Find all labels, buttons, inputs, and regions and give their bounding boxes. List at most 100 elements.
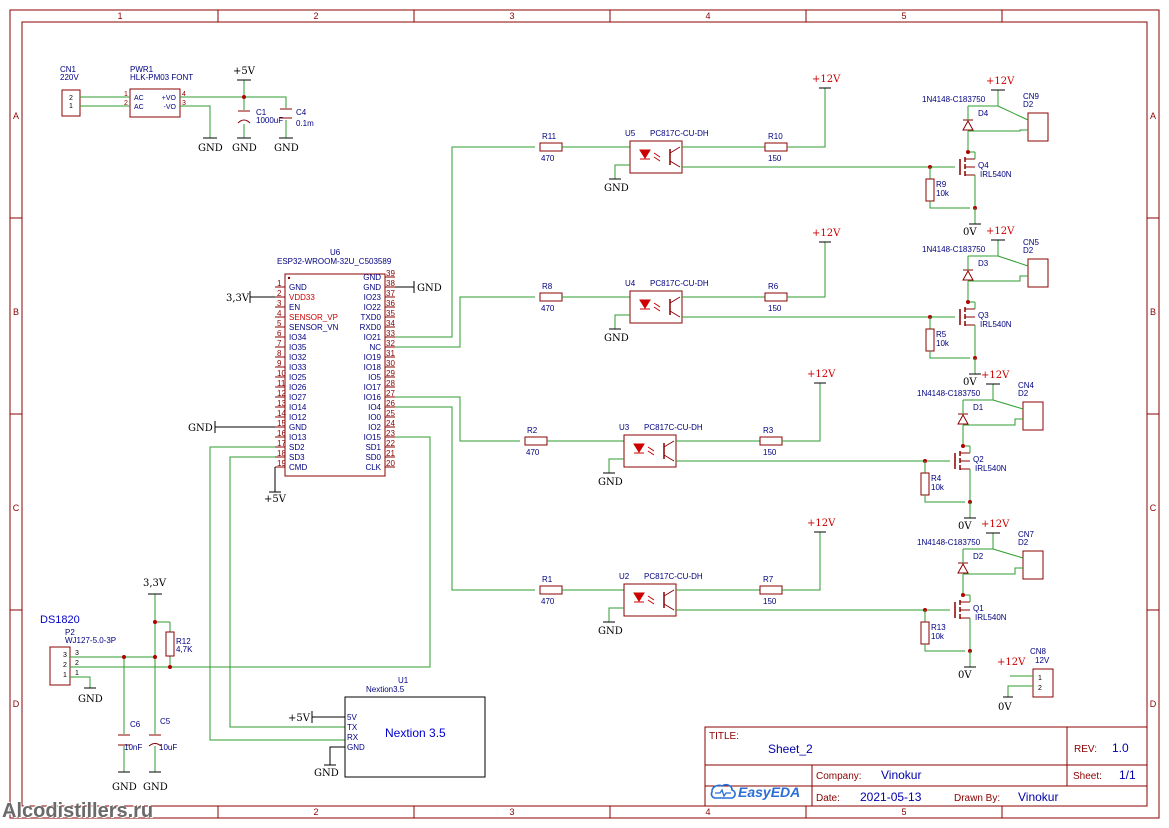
pwr1-pinnum-4: 4 xyxy=(182,91,186,98)
u1-nextion: U1 Nextion3.5 Nextion 3.5 5V TX RX GND +… xyxy=(288,676,486,779)
u6-left-pin-num: 2 xyxy=(277,289,282,298)
pulldown-resistor-value: 10k xyxy=(936,189,950,198)
mosfet-ref: Q4 xyxy=(978,161,989,170)
pulldown-resistor-value: 10k xyxy=(931,632,945,641)
input-resistor-value: 470 xyxy=(526,448,540,457)
frame-row-d-left: D xyxy=(13,699,20,709)
opto-gnd-label: GND xyxy=(598,477,623,488)
u6-right-pin-name: IO22 xyxy=(364,303,382,312)
u6-right-pin-num: 25 xyxy=(386,409,395,418)
frame-col-2-bottom: 2 xyxy=(313,807,318,817)
diode-12v-label: +12V xyxy=(981,519,1010,530)
u6-left-pin-num: 12 xyxy=(277,389,286,398)
c1-value: 1000uF xyxy=(256,116,283,125)
optocoupler-value: PC817C-CU-DH xyxy=(650,129,709,138)
u6-left-pin-name: IO25 xyxy=(289,373,307,382)
mosfet-value: IRL540N xyxy=(980,320,1012,329)
tb-brand: EasyEDA xyxy=(738,784,800,800)
u1-pin-5v: 5V xyxy=(347,713,357,722)
diode-ref: D3 xyxy=(978,259,989,268)
u6-left-pin-num: 10 xyxy=(277,369,286,378)
optocoupler-ref: U2 xyxy=(619,572,630,581)
mosfet-value: IRL540N xyxy=(975,613,1007,622)
tb-sheet: 1/1 xyxy=(1119,768,1136,782)
u6-right-pin-num: 23 xyxy=(386,429,395,438)
u6-left-pin-num: 4 xyxy=(277,309,282,318)
tb-date-label: Date: xyxy=(816,793,840,804)
output-connector-body xyxy=(1027,112,1049,142)
cn8-pin2: 2 xyxy=(1038,685,1042,692)
u6-right-pin-num: 33 xyxy=(386,329,395,338)
diode-ref: D2 xyxy=(973,552,984,561)
ds-gnd-3: GND xyxy=(143,782,168,793)
frame-col-1-bottom: 1 xyxy=(117,807,122,817)
u6-right-pin-num: 35 xyxy=(386,309,395,318)
frame-row-b-left: B xyxy=(13,307,19,317)
u6-right-pin-num: 22 xyxy=(386,439,395,448)
input-resistor-value: 470 xyxy=(541,597,555,606)
frame-row-b-right: B xyxy=(1150,307,1156,317)
cn8-0v-label: 0V xyxy=(998,702,1012,713)
u6-right-pin-num: 20 xyxy=(386,459,395,468)
u6-body xyxy=(284,273,386,477)
frame-col-3-bottom: 3 xyxy=(509,807,514,817)
r12-value: 4,7K xyxy=(176,645,193,654)
tb-rev: 1.0 xyxy=(1112,741,1129,755)
easyeda-logo-icon xyxy=(710,783,736,799)
tb-title-label: TITLE: xyxy=(709,731,739,742)
u6-right-pin-name: GND xyxy=(363,273,381,282)
output-connector-body xyxy=(1027,258,1049,288)
tb-drawn: Vinokur xyxy=(1018,790,1058,804)
pwr1-pin-vo-plus: +VO xyxy=(162,95,177,102)
p12v-label: +12V xyxy=(807,369,836,380)
u6-right-pin-name: IO16 xyxy=(364,393,382,402)
pulldown-resistor xyxy=(925,328,935,352)
p2-pin3: 3 xyxy=(75,650,79,657)
u6-right-pin-num: 31 xyxy=(386,349,395,358)
tb-company-label: Company: xyxy=(816,771,862,782)
u6-left-pin-num: 11 xyxy=(277,379,286,388)
output-connector-body xyxy=(1022,550,1044,580)
u6-right-pin-name: IO23 xyxy=(364,293,382,302)
frame-col-5-top: 5 xyxy=(901,11,906,21)
diode-12v-label: +12V xyxy=(986,226,1015,237)
u6-left-pin-name: GND xyxy=(289,283,307,292)
opto-gnd-label: GND xyxy=(604,183,629,194)
u1-body xyxy=(344,696,486,778)
u6-left-pin-name: VDD33 xyxy=(289,293,315,302)
u6-left-pin-name: IO35 xyxy=(289,343,307,352)
diode-value: 1N4148-C183750 xyxy=(917,538,981,547)
u6-33v-label: 3,3V xyxy=(226,293,250,304)
pwr1-pinnum-3: 3 xyxy=(182,100,186,107)
r12-ref: R12 xyxy=(176,637,191,646)
u6-right-pin-name: CLK xyxy=(365,463,381,472)
input-resistor-ref: R11 xyxy=(542,132,557,141)
pwr1-pin-vo-minus: -VO xyxy=(164,104,177,111)
p2-pin1: 1 xyxy=(75,670,79,677)
u6-left-pin-name: IO26 xyxy=(289,383,307,392)
mosfet-value: IRL540N xyxy=(975,464,1007,473)
u1-value: Nextion3.5 xyxy=(366,685,405,694)
r12-body xyxy=(165,631,175,657)
cn8-ref: CN8 xyxy=(1030,647,1047,656)
p12v-label: +12V xyxy=(807,518,836,529)
pulldown-resistor xyxy=(920,621,930,645)
u1-pin-tx: TX xyxy=(347,723,358,732)
u6-right-pin-num: 36 xyxy=(386,299,395,308)
cn8-value: 12V xyxy=(1035,656,1050,665)
gate-resistor-top xyxy=(764,142,788,152)
u6-right-pin-name: IO21 xyxy=(364,333,382,342)
u6-left-pin-name: IO14 xyxy=(289,403,307,412)
u6-left-pin-num: 8 xyxy=(277,349,282,358)
u6-right-pin-num: 39 xyxy=(386,269,395,278)
c4-value: 0.1m xyxy=(296,119,314,128)
u6-left-pin-name: IO13 xyxy=(289,433,307,442)
opto-gnd-label: GND xyxy=(598,626,623,637)
diode-12v-label: +12V xyxy=(986,76,1015,87)
u6-left-pin-num: 14 xyxy=(277,409,286,418)
tb-drawn-label: Drawn By: xyxy=(954,793,1000,804)
frame-row-a-left: A xyxy=(13,111,19,121)
